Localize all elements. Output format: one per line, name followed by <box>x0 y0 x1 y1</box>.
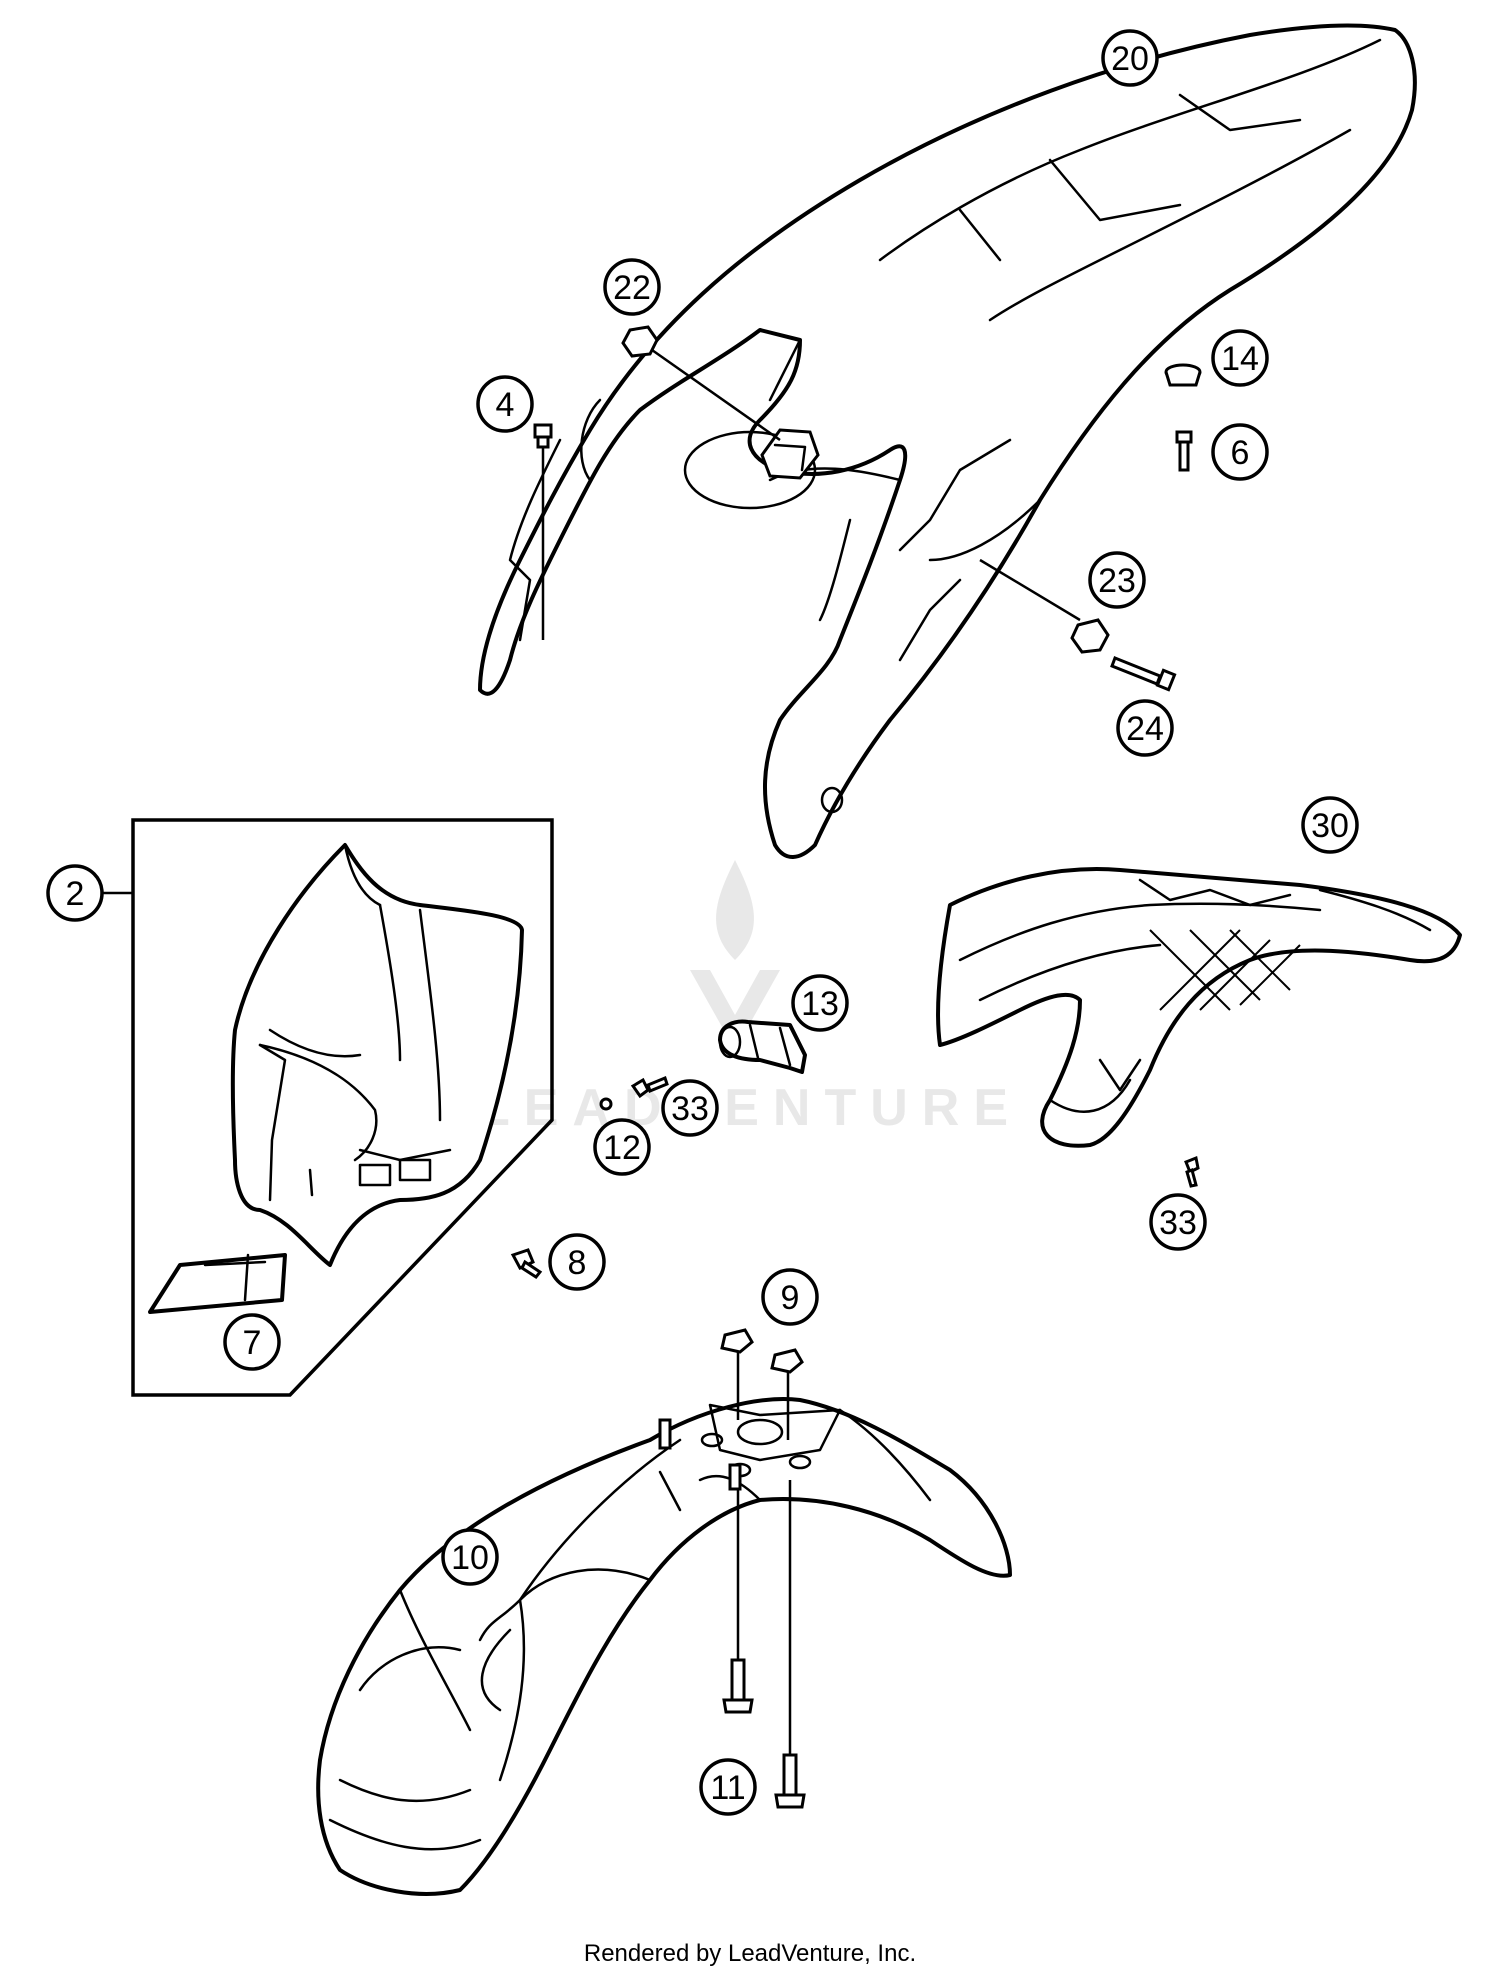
screw-24-part <box>1110 656 1177 692</box>
callout-7: 7 <box>223 1313 281 1371</box>
svg-text:11: 11 <box>710 1769 745 1807</box>
screw-33a-part <box>630 1076 669 1099</box>
watermark-flame-icon <box>716 860 754 960</box>
grommet-14-part <box>1164 363 1202 387</box>
rear-fender-part <box>478 23 1417 859</box>
screw-4-part <box>533 423 553 640</box>
footer-credit: Rendered by LeadVenture, Inc. <box>583 1940 917 1967</box>
callout-20: 20 <box>1101 29 1159 87</box>
svg-text:7: 7 <box>243 1324 262 1362</box>
callout-30: 30 <box>1301 796 1359 854</box>
decal-7-part <box>148 1253 287 1314</box>
rear-support-part <box>936 867 1462 1148</box>
callout-12: 12 <box>593 1118 651 1176</box>
svg-text:4: 4 <box>496 386 515 424</box>
nut-12-part <box>599 1097 613 1111</box>
screw-11-part <box>722 1480 806 1809</box>
svg-text:24: 24 <box>1126 710 1164 748</box>
svg-text:14: 14 <box>1221 340 1259 378</box>
svg-text:2: 2 <box>66 875 85 913</box>
svg-text:9: 9 <box>781 1279 800 1317</box>
svg-text:10: 10 <box>451 1539 489 1577</box>
holder-13-part <box>718 1019 807 1074</box>
clip-23-part <box>979 558 1110 654</box>
svg-text:13: 13 <box>801 985 839 1023</box>
headlight-mask-kit-box <box>103 818 554 1397</box>
watermark-text: LEADVENTURE <box>478 1079 1022 1137</box>
callout-23: 23 <box>1088 551 1146 609</box>
callout-9: 9 <box>761 1268 819 1326</box>
callout-24: 24 <box>1116 699 1174 757</box>
screw-6-part <box>1175 430 1193 472</box>
callout-10: 10 <box>441 1528 499 1586</box>
svg-text:20: 20 <box>1111 40 1149 78</box>
nut-9-part <box>720 1328 804 1440</box>
callout-22: 22 <box>603 258 661 316</box>
svg-text:8: 8 <box>568 1244 587 1282</box>
callout-14: 14 <box>1211 329 1269 387</box>
screw-33b-part <box>1184 1155 1200 1188</box>
nut-22-part <box>621 325 781 442</box>
callout-13: 13 <box>791 974 849 1032</box>
callout-11: 11 <box>699 1758 757 1816</box>
leadventure-watermark: LEADVENTURE <box>478 860 1022 1137</box>
callout-33a: 33 <box>661 1079 719 1137</box>
callout-6: 6 <box>1211 423 1269 481</box>
svg-text:33: 33 <box>671 1090 709 1128</box>
svg-text:12: 12 <box>603 1129 641 1167</box>
headlight-mask-part <box>230 843 524 1267</box>
svg-text:30: 30 <box>1311 807 1349 845</box>
watermark-v-icon <box>690 970 780 1050</box>
callout-2: 2 <box>46 864 104 922</box>
svg-text:6: 6 <box>1231 434 1250 472</box>
svg-text:23: 23 <box>1098 562 1136 600</box>
callout-33b: 33 <box>1149 1193 1207 1251</box>
callout-4: 4 <box>476 375 534 433</box>
callout-8: 8 <box>548 1233 606 1291</box>
front-fender-part <box>316 1397 1012 1896</box>
svg-text:33: 33 <box>1159 1204 1197 1242</box>
screw-8-part <box>510 1248 543 1279</box>
svg-text:22: 22 <box>613 269 651 307</box>
